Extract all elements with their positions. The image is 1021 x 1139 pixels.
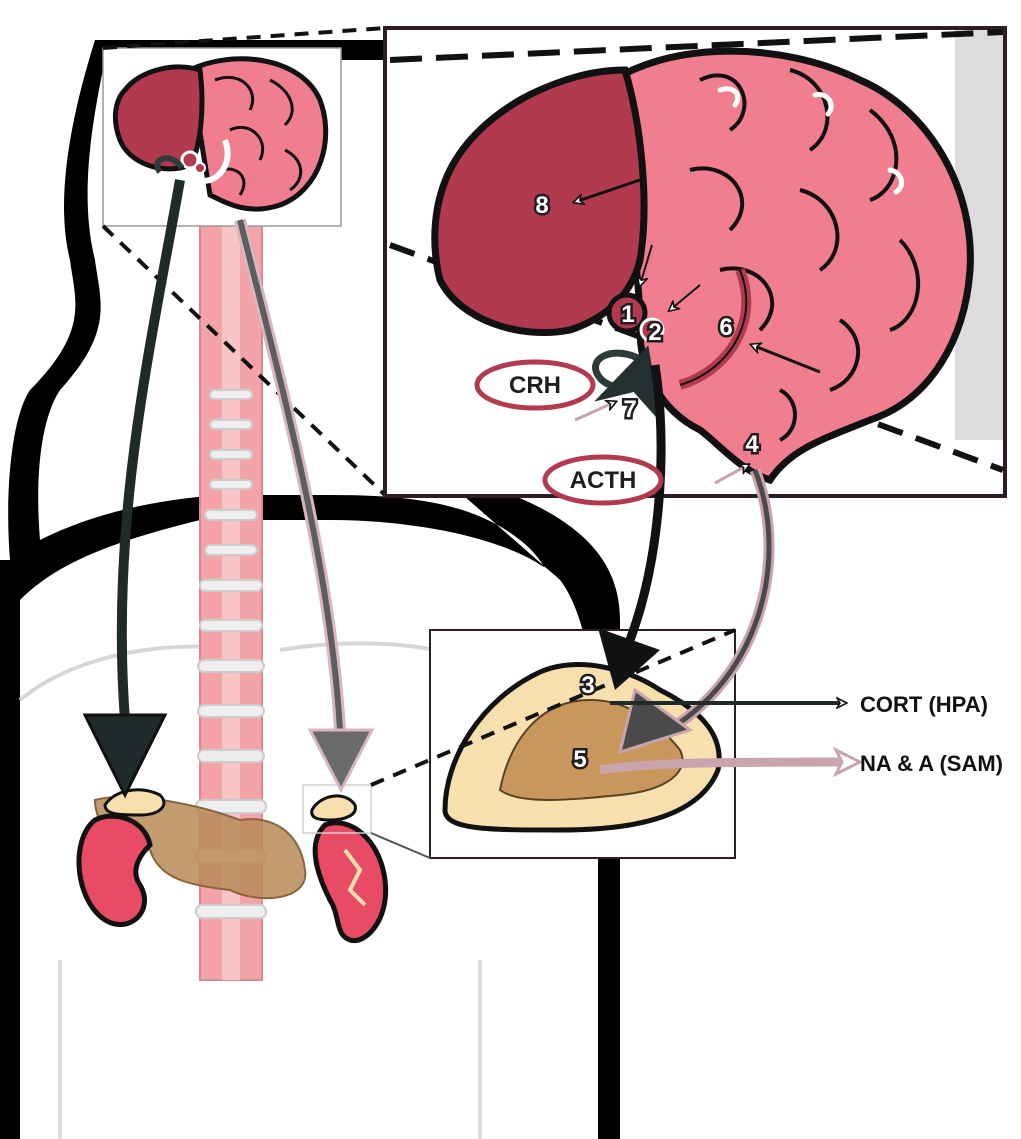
- right-adrenal-gland: [312, 796, 356, 820]
- marker-2: 2: [648, 319, 661, 346]
- adrenal-inset: [371, 630, 735, 858]
- marker-6: 6: [719, 314, 732, 341]
- marker-3: 3: [581, 672, 594, 699]
- crh-label: CRH: [509, 372, 561, 399]
- brain-inset: [385, 28, 1005, 496]
- small-brain: [103, 48, 341, 226]
- output-labels: CORT (HPA) NA & A (SAM): [860, 692, 1003, 776]
- left-adrenal-gland: [105, 790, 164, 815]
- left-kidney: [79, 816, 150, 924]
- marker-8: 8: [535, 192, 548, 219]
- cort-hpa-label: CORT (HPA): [860, 692, 988, 717]
- marker-4: 4: [745, 431, 759, 458]
- acth-label: ACTH: [570, 467, 637, 494]
- marker-5: 5: [573, 746, 586, 773]
- marker-1: 1: [621, 301, 634, 328]
- marker-7: 7: [623, 396, 636, 423]
- na-a-sam-label: NA & A (SAM): [860, 751, 1003, 776]
- right-kidney: [315, 823, 386, 941]
